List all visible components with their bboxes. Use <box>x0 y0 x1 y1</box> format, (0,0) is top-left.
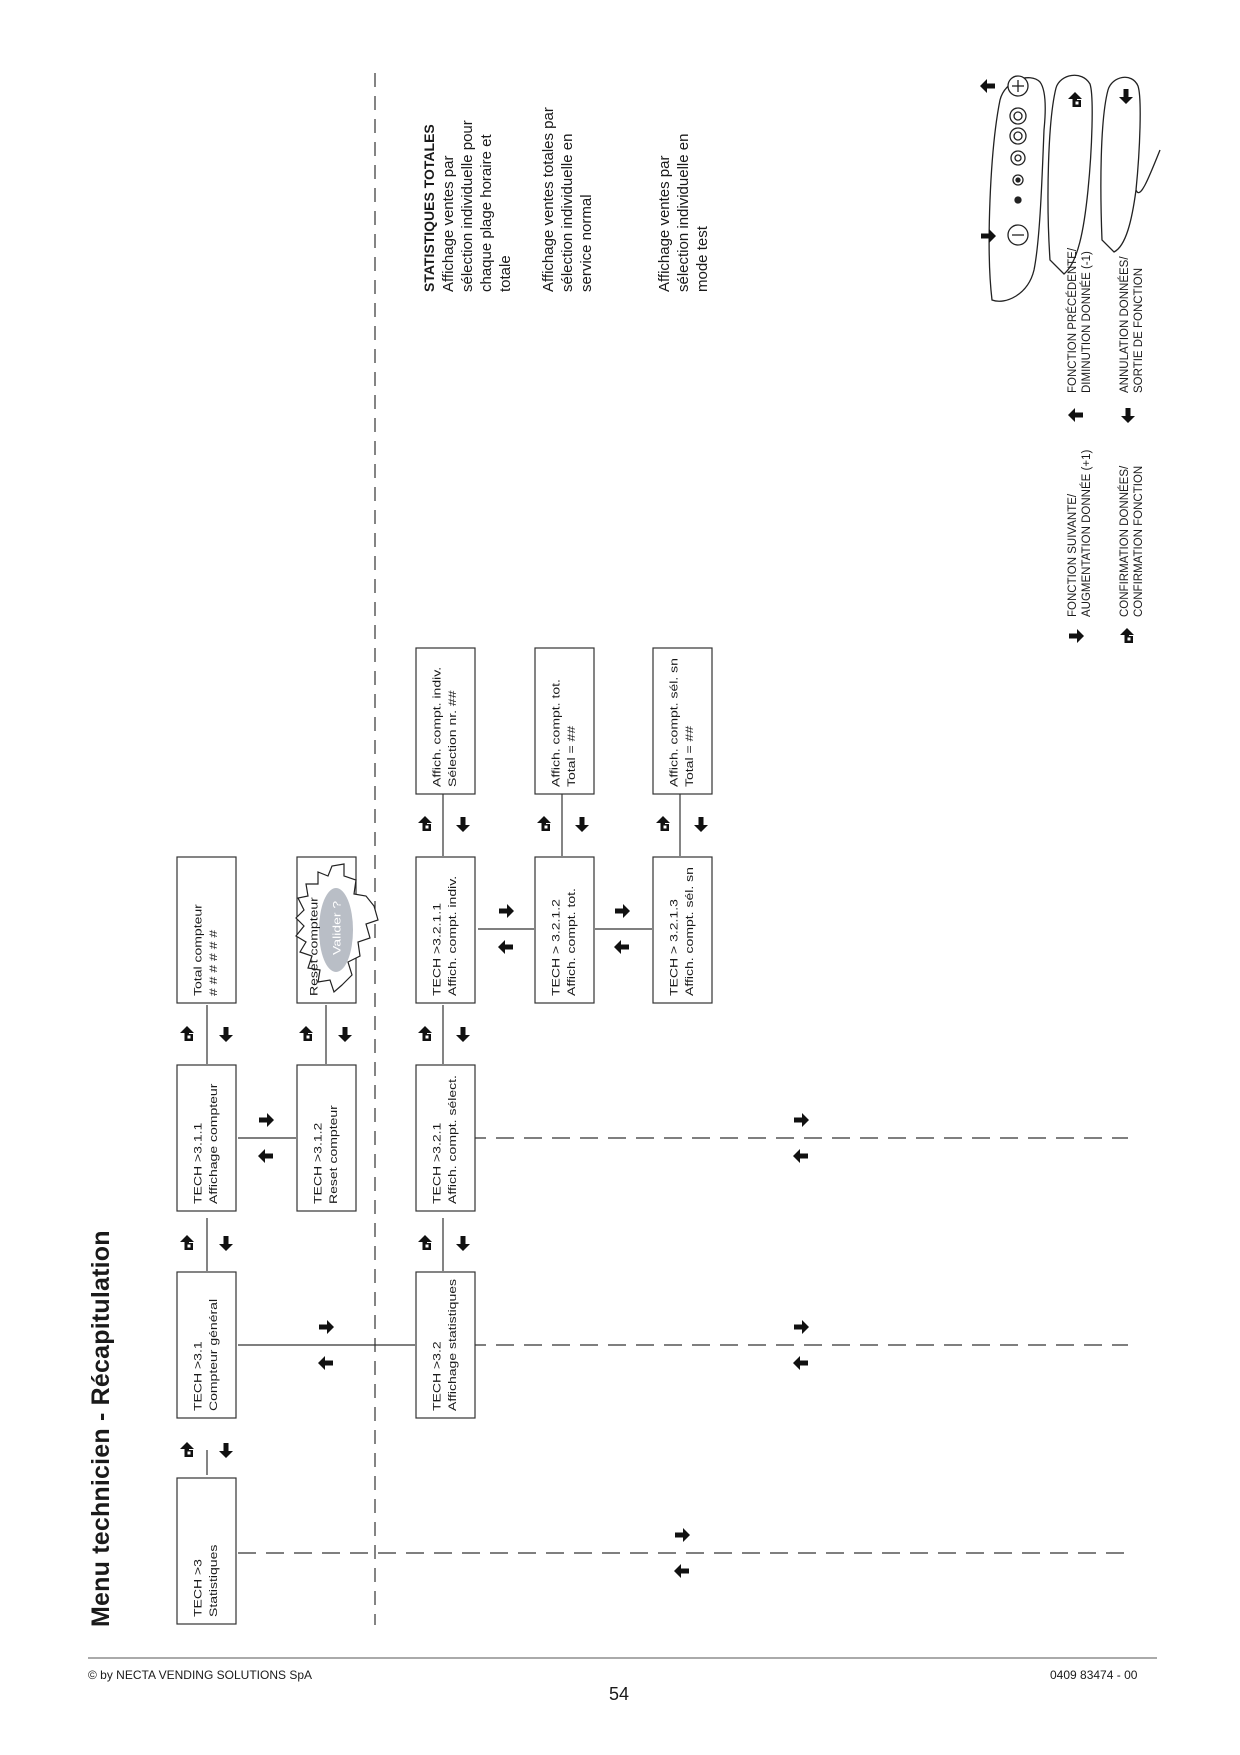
prev-icon <box>318 1356 333 1370</box>
cancel-icon <box>219 1443 233 1458</box>
box-tot-result <box>534 647 595 795</box>
next-icon <box>794 1113 809 1127</box>
legend-confirm-icon <box>1120 628 1134 643</box>
next-icon <box>259 1113 274 1127</box>
box-label-reset-compteur: Reset compteur <box>306 897 320 996</box>
box-tech3 <box>176 1477 237 1625</box>
note-service-normal: Affichage ventes totales par sélection i… <box>540 107 595 292</box>
confirm-icon <box>299 1026 313 1041</box>
note-mode-test: Affichage ventes par sélection individue… <box>656 133 711 292</box>
box-tech312 <box>296 1064 357 1212</box>
legend-prev-icon <box>1068 408 1083 422</box>
legend-cancel: ANNULATION DONNÉES/SORTIE DE FONCTION <box>1119 256 1145 393</box>
box-tech321 <box>415 1064 476 1212</box>
box-total-compteur <box>176 856 237 1004</box>
next-icon <box>794 1320 809 1334</box>
box-label-tot-result: Affich. compt. tot.Total = ## <box>548 679 578 787</box>
valider-bubble <box>319 888 353 972</box>
confirm-icon <box>180 1235 194 1250</box>
valider-label: Valider ? <box>329 900 343 955</box>
confirm-icon <box>418 1026 432 1041</box>
keypad-illustration <box>988 74 1161 302</box>
prev-icon <box>793 1149 808 1163</box>
box-tech3213 <box>652 856 713 1004</box>
legend-prev: FONCTION PRÉCÉDENTE/DIMINUTION DONNÉE (-… <box>1067 247 1093 393</box>
legend-cancel-icon <box>1121 408 1135 423</box>
next-icon <box>675 1528 690 1542</box>
page-title: Menu technicien - Récapitulation <box>87 1230 115 1627</box>
cancel-icon <box>338 1027 352 1042</box>
prev-icon <box>614 940 629 954</box>
box-label-indiv-result: Affich. compt. indiv.Sélection nr. ## <box>429 666 459 787</box>
box-tech3211 <box>415 856 476 1004</box>
next-icon <box>615 904 630 918</box>
note-statistiques-totales: Statistiques totales Affichage ventes pa… <box>421 120 514 292</box>
cancel-icon <box>456 1027 470 1042</box>
confirm-icon <box>418 816 432 831</box>
confirm-icon <box>537 816 551 831</box>
confirm-icon <box>418 1235 432 1250</box>
legend-next: FONCTION SUIVANTE/AUGMENTATION DONNÉE (+… <box>1067 449 1093 617</box>
cancel-icon <box>694 817 708 832</box>
confirm-icon <box>180 1442 194 1457</box>
box-sn-result <box>652 647 713 795</box>
box-tech3212 <box>534 856 595 1004</box>
prev-icon <box>793 1356 808 1370</box>
box-indiv-result <box>415 647 476 795</box>
next-icon <box>499 904 514 918</box>
box-tech32 <box>415 1271 476 1419</box>
footer-doc-number: 0409 83474 - 00 <box>1050 1668 1138 1682</box>
box-tech311 <box>176 1064 237 1212</box>
page-number: 54 <box>609 1684 630 1704</box>
footer-copyright: © by NECTA VENDING SOLUTIONS SpA <box>88 1668 313 1682</box>
cancel-icon <box>456 1236 470 1251</box>
confirm-icon <box>656 816 670 831</box>
cancel-icon <box>575 817 589 832</box>
notes-heading: Statistiques totales <box>421 124 437 292</box>
prev-icon <box>674 1564 689 1578</box>
legend-next-icon <box>1069 629 1084 643</box>
box-label-total-compteur: Total compteur# # # # # # <box>190 904 220 996</box>
prev-icon <box>498 940 513 954</box>
box-tech31 <box>176 1271 237 1419</box>
cancel-icon <box>219 1236 233 1251</box>
cancel-icon <box>219 1027 233 1042</box>
keypad-prev-icon <box>980 79 995 93</box>
cancel-icon <box>456 817 470 832</box>
prev-icon <box>258 1149 273 1163</box>
confirm-icon <box>180 1026 194 1041</box>
next-icon <box>319 1320 334 1334</box>
legend-confirm: CONFIRMATION DONNÉES/CONFIRMATION FONCTI… <box>1119 465 1145 617</box>
